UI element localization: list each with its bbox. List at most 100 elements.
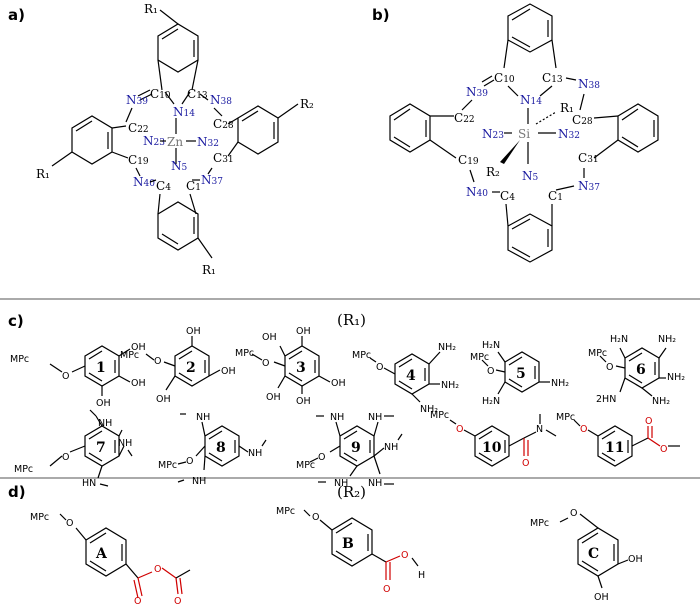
- compound-1: 1 O MPc OH OH OH: [10, 342, 146, 409]
- svg-text:N14: N14: [520, 93, 542, 107]
- svg-text:H₂N: H₂N: [482, 340, 500, 351]
- svg-text:MPc: MPc: [352, 350, 371, 361]
- svg-text:MPc: MPc: [530, 518, 549, 529]
- svg-text:2HN: 2HN: [596, 394, 616, 405]
- svg-text:NH: NH: [196, 412, 210, 423]
- svg-text:8: 8: [216, 440, 226, 456]
- svg-text:NH₂: NH₂: [658, 334, 676, 345]
- svg-text:OH: OH: [131, 378, 146, 389]
- svg-text:N37: N37: [201, 173, 223, 187]
- svg-text:C19: C19: [128, 153, 149, 167]
- svg-text:O: O: [660, 444, 667, 455]
- svg-text:OH: OH: [131, 342, 146, 353]
- svg-text:C13: C13: [542, 71, 563, 85]
- svg-text:MPc: MPc: [430, 410, 449, 421]
- svg-text:MPc: MPc: [296, 460, 315, 471]
- compound-9: 9 O MPc NH NH NH NH NH: [296, 412, 403, 489]
- compound-a: A O MPc O O O: [30, 512, 191, 606]
- svg-text:MPc: MPc: [14, 464, 33, 475]
- svg-text:NH₂: NH₂: [420, 404, 438, 415]
- svg-text:C22: C22: [128, 121, 149, 135]
- svg-text:C4: C4: [156, 179, 171, 193]
- svg-text:O: O: [645, 416, 652, 427]
- svg-text:NH₂: NH₂: [652, 396, 670, 407]
- compound-10: 10 O MPc O N: [430, 410, 557, 469]
- panel-label-d: d): [8, 483, 26, 501]
- svg-text:O: O: [376, 362, 383, 373]
- svg-text:H₂N: H₂N: [610, 334, 628, 345]
- svg-text:N5: N5: [171, 159, 188, 173]
- a-r1-left: R₁: [36, 167, 50, 181]
- svg-text:N38: N38: [210, 93, 232, 107]
- svg-text:B: B: [342, 536, 354, 552]
- svg-text:OH: OH: [296, 326, 311, 337]
- section-r2-label: (R₂): [337, 483, 366, 501]
- panel-label-c: c): [8, 312, 24, 330]
- svg-text:N38: N38: [578, 77, 600, 91]
- svg-text:N40: N40: [133, 175, 155, 189]
- svg-text:OH: OH: [156, 394, 171, 405]
- svg-text:5: 5: [516, 366, 526, 382]
- svg-text:O: O: [66, 518, 73, 529]
- structure-b-silicon-phthalocyanine: C10 C13 N38 N39 N14 Si R₁ R₂ C22 N23 C19…: [389, 3, 659, 263]
- svg-text:NH: NH: [98, 418, 112, 429]
- svg-text:C10: C10: [150, 87, 171, 101]
- compound-3: 3 O MPc OH OH OH OH OH: [235, 326, 346, 407]
- svg-text:O: O: [318, 452, 325, 463]
- svg-text:O: O: [262, 358, 269, 369]
- compound-5: 5 O MPc H₂N NH₂ H₂N: [470, 340, 569, 407]
- svg-text:MPc: MPc: [158, 460, 177, 471]
- svg-text:NH: NH: [384, 442, 398, 453]
- compound-11: 11 O MPc O O: [556, 412, 680, 467]
- svg-text:9: 9: [351, 440, 361, 456]
- svg-text:N5: N5: [522, 169, 539, 183]
- svg-text:C28: C28: [572, 113, 593, 127]
- svg-text:NH₂: NH₂: [551, 378, 569, 389]
- compound-c: C O MPc OH OH: [530, 508, 643, 603]
- a-r1-top: R₁: [144, 2, 158, 16]
- svg-text:NH: NH: [248, 448, 262, 459]
- svg-text:O: O: [154, 356, 161, 367]
- a-r2-right: R₂: [300, 97, 314, 111]
- structure-a-zinc-phthalocyanine: R₁ C10 C13 N14 N39 N38 R₁ C22 N23 C19 N4…: [36, 2, 314, 277]
- compound-4: 4 O MPc NH₂ NH₂ NH₂: [352, 342, 459, 415]
- section-r1-label: (R₁): [337, 311, 366, 329]
- svg-text:1: 1: [96, 360, 106, 376]
- svg-text:O: O: [134, 596, 141, 606]
- svg-text:NH: NH: [118, 438, 132, 449]
- svg-text:OH: OH: [628, 554, 643, 565]
- svg-text:NH: NH: [330, 412, 344, 423]
- svg-text:N37: N37: [578, 179, 600, 193]
- svg-text:O: O: [154, 564, 161, 575]
- svg-text:N39: N39: [466, 85, 488, 99]
- svg-text:NH: NH: [368, 478, 382, 489]
- svg-text:NH: NH: [368, 412, 382, 423]
- svg-text:OH: OH: [331, 378, 346, 389]
- svg-text:OH: OH: [186, 326, 201, 337]
- svg-text:NH₂: NH₂: [441, 380, 459, 391]
- svg-text:OH: OH: [221, 366, 236, 377]
- svg-text:MPc: MPc: [556, 412, 575, 423]
- svg-text:11: 11: [605, 440, 624, 456]
- svg-text:A: A: [95, 546, 108, 562]
- svg-text:3: 3: [296, 360, 306, 376]
- svg-text:OH: OH: [262, 332, 277, 343]
- svg-text:MPc: MPc: [276, 506, 295, 517]
- a-r1-bottom: R₁: [202, 263, 216, 277]
- svg-text:O: O: [522, 458, 529, 469]
- svg-text:O: O: [580, 424, 587, 435]
- svg-text:C22: C22: [454, 111, 475, 125]
- svg-text:N14: N14: [173, 105, 195, 119]
- svg-text:C19: C19: [458, 153, 479, 167]
- svg-text:C1: C1: [548, 189, 563, 203]
- svg-text:HN: HN: [82, 478, 96, 489]
- svg-text:O: O: [186, 456, 193, 467]
- svg-text:N23: N23: [143, 134, 165, 148]
- svg-text:MPc: MPc: [120, 350, 139, 361]
- svg-text:NH₂: NH₂: [667, 372, 685, 383]
- svg-text:C1: C1: [186, 179, 201, 193]
- svg-text:4: 4: [406, 368, 416, 384]
- svg-text:OH: OH: [296, 396, 311, 407]
- svg-text:C28: C28: [213, 117, 234, 131]
